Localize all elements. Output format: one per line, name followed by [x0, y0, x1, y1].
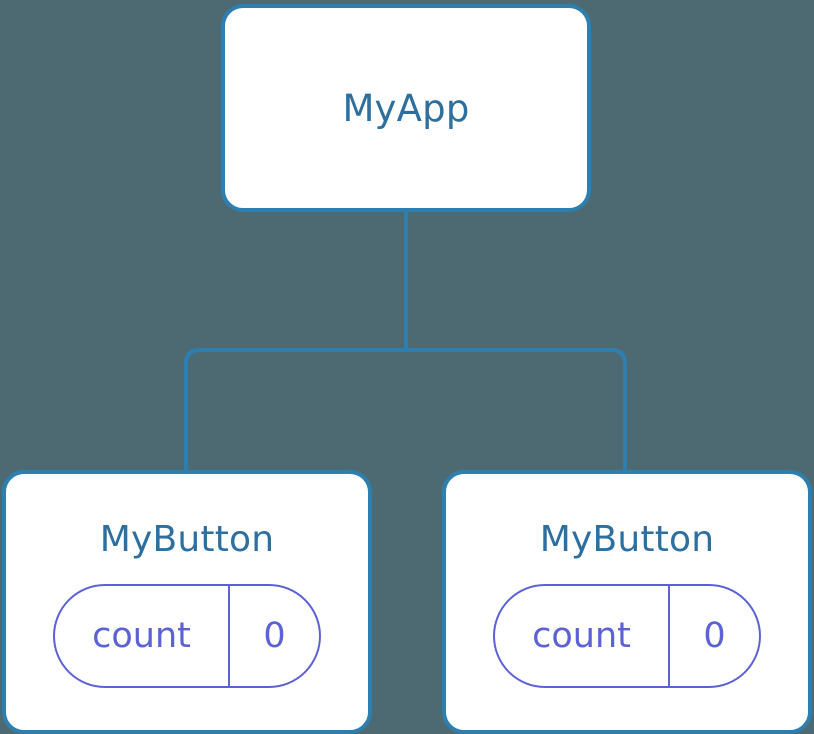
- connector-branch-right: [406, 348, 627, 474]
- state-value-label: 0: [668, 586, 759, 686]
- node-child-mybutton-0[interactable]: MyButton count 0: [2, 470, 372, 734]
- node-child-mybutton-1[interactable]: MyButton count 0: [442, 470, 812, 734]
- state-value-label: 0: [228, 586, 319, 686]
- node-child-label: MyButton: [539, 519, 715, 560]
- node-root-label: MyApp: [342, 86, 470, 130]
- node-child-label: MyButton: [99, 519, 275, 560]
- node-root-myapp[interactable]: MyApp: [221, 4, 591, 212]
- connector-branch-left: [184, 348, 406, 474]
- state-key-label: count: [92, 615, 191, 656]
- state-pill[interactable]: count 0: [53, 584, 321, 688]
- state-pill[interactable]: count 0: [493, 584, 761, 688]
- state-key-label: count: [532, 615, 631, 656]
